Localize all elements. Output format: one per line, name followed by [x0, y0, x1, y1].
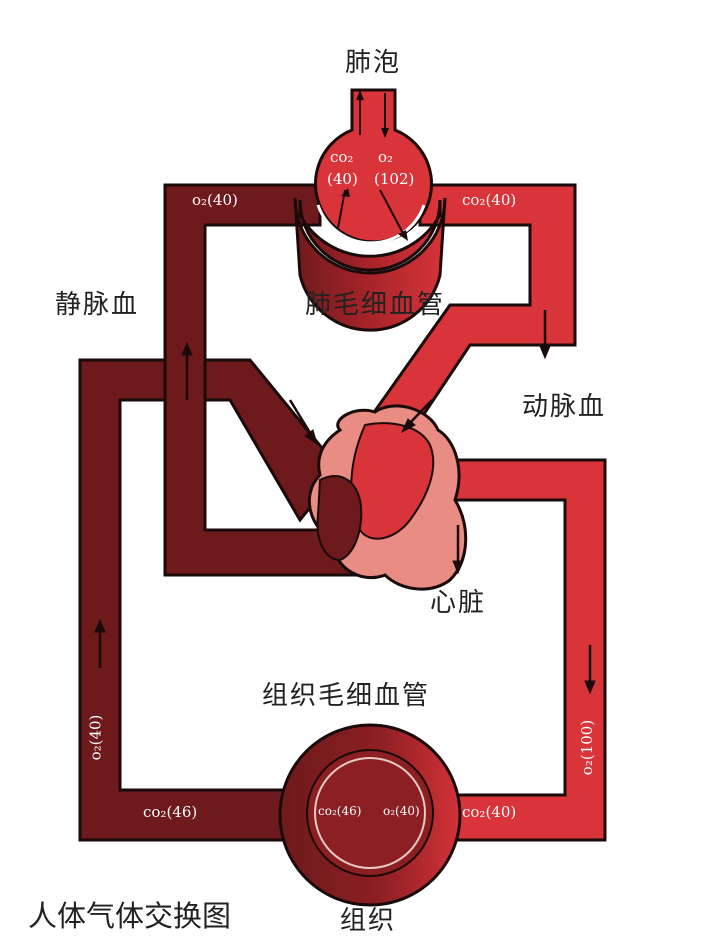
tissue-label: 组织 — [340, 908, 396, 934]
tissue-capillary — [280, 725, 460, 905]
tissue-left-co2-value: co₂(46) — [143, 805, 197, 820]
tissue-right-co2-value: co₂(40) — [462, 805, 516, 820]
alveolus-co2-label: co₂ — [330, 150, 353, 165]
venous-blood-label: 静脉血 — [55, 292, 139, 318]
systemic-artery — [440, 460, 605, 840]
alveolus-sac — [316, 90, 432, 243]
tissue-inner-co2-value: co₂(46) — [318, 805, 361, 817]
lung-right-co2-value: co₂(40) — [462, 193, 516, 208]
tissue-inner-o2-value: o₂(40) — [383, 805, 420, 817]
alveolus-o2-value: (102) — [374, 172, 414, 187]
lung-left-o2-value: o₂(40) — [192, 193, 238, 208]
alveolus-co2-value: (40) — [327, 172, 358, 187]
tissue-capillary-label: 组织毛细血管 — [262, 683, 430, 709]
alveolus-label: 肺泡 — [345, 50, 401, 76]
body-right-o2-value: o₂(100) — [580, 720, 595, 775]
arterial-blood-label: 动脉血 — [522, 394, 606, 420]
heart-label: 心脏 — [430, 590, 486, 616]
alveolus-o2-label: o₂ — [378, 150, 393, 165]
pulmonary-capillary-label: 肺毛细血管 — [305, 292, 445, 318]
diagram-title: 人体气体交换图 — [28, 893, 231, 935]
body-left-o2-value: o₂(40) — [88, 715, 103, 761]
